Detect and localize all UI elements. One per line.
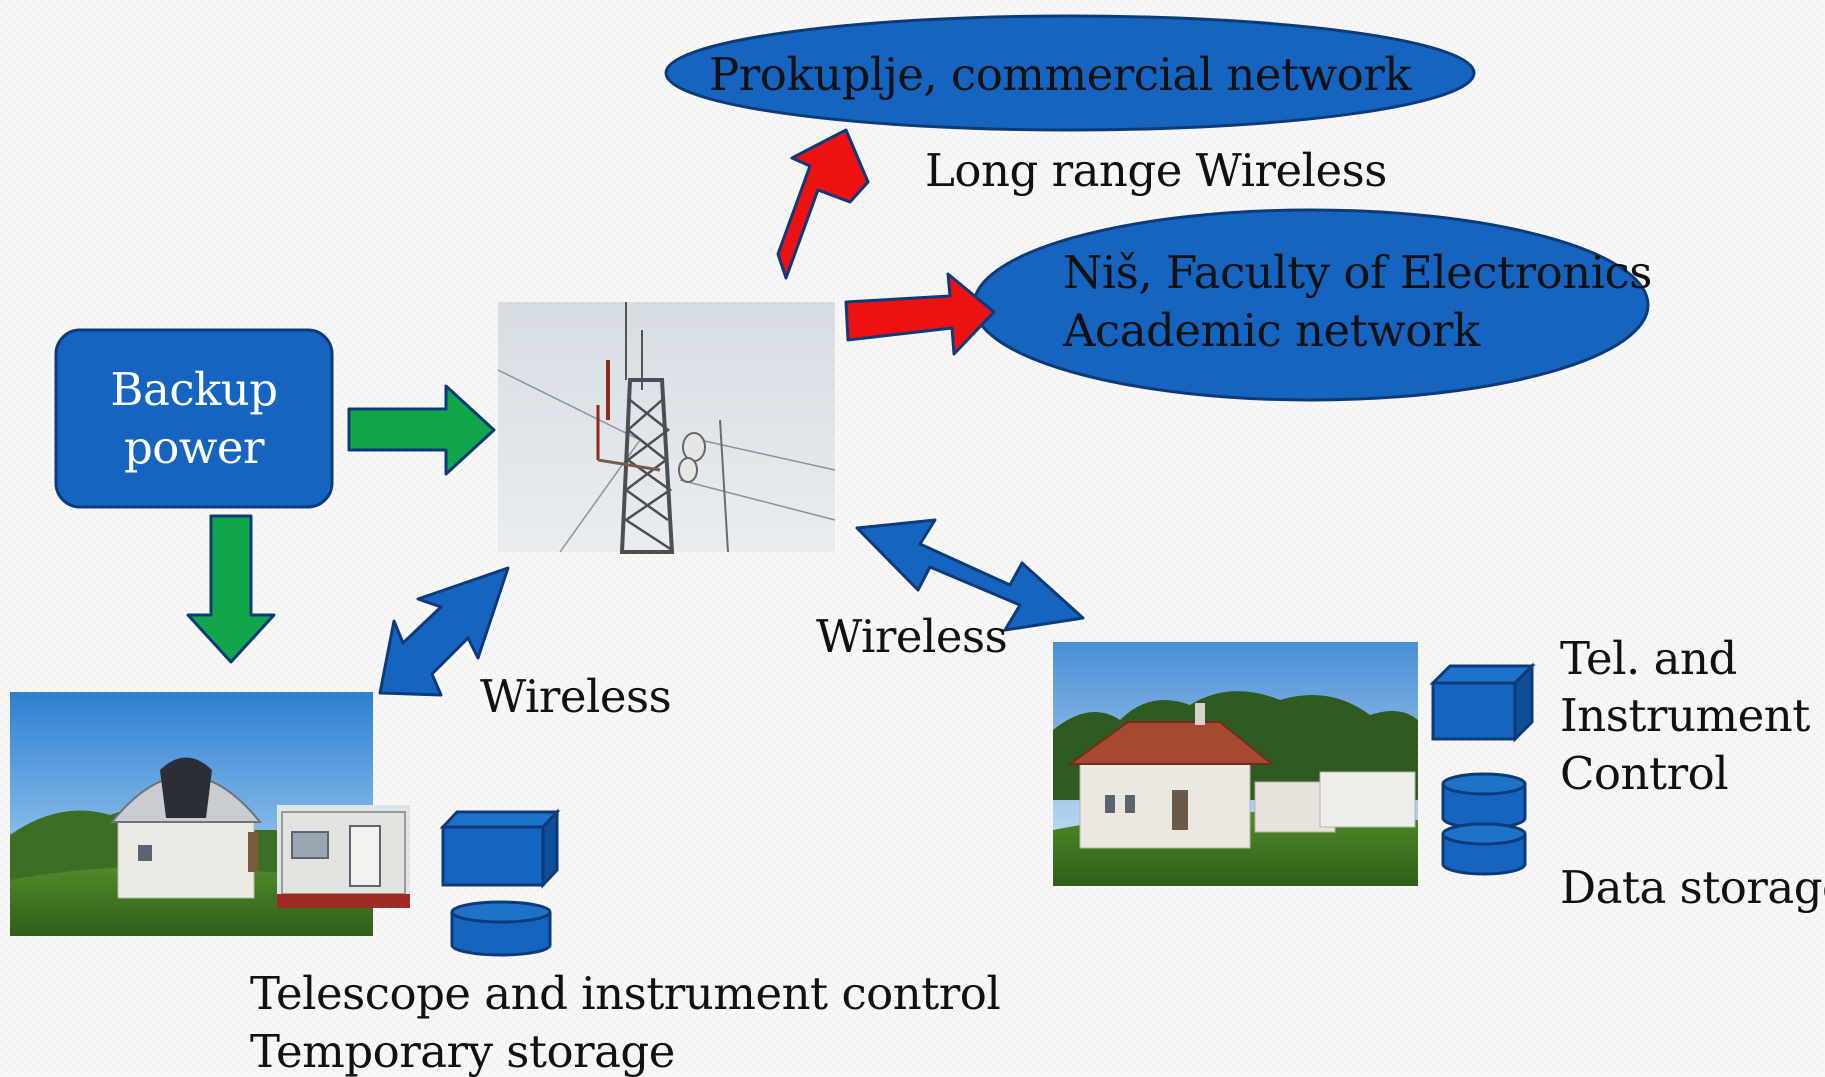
- right-station-storage-label: Data storage: [1560, 861, 1825, 914]
- control-building-photo: [1053, 642, 1418, 886]
- prokuplje-network-node: Prokuplje, commercial network: [664, 14, 1476, 132]
- prokuplje-network-label: Prokuplje, commercial network: [709, 48, 1412, 101]
- wireless-label-left: Wireless: [480, 670, 671, 723]
- nis-network-label-line2: Academic network: [1062, 304, 1481, 357]
- control-computer-icon-right: [1429, 662, 1536, 743]
- right-station-control-line3: Control: [1560, 747, 1728, 800]
- right-station-control-line1: Tel. and: [1560, 632, 1737, 685]
- backup-power-label-line2: power: [124, 421, 265, 474]
- long-range-wireless-label: Long range Wireless: [925, 144, 1387, 197]
- storage-disk-icon-left: [450, 900, 552, 957]
- backup-power-node: Backup power: [54, 328, 334, 509]
- backup-power-label-line1: Backup: [110, 363, 277, 416]
- power-arrow-to-tower: [347, 384, 496, 476]
- uplink-arrow-nis-shape: [844, 272, 996, 356]
- control-computer-icon-left: [439, 808, 561, 889]
- relay-tower-photo: [497, 302, 836, 554]
- wireless-label-right: Wireless: [816, 610, 1007, 663]
- storage-disk-icon-right-top: [1441, 772, 1527, 830]
- observatory-dome-photo: [10, 692, 410, 936]
- left-station-label-line1: Telescope and instrument control: [250, 967, 1000, 1020]
- uplink-arrow-prokuplje: [776, 128, 870, 280]
- nis-network-label-line1: Niš, Faculty of Electronics: [1063, 246, 1652, 299]
- wireless-arrow-left: [378, 566, 510, 697]
- power-arrow-to-observatory: [186, 514, 276, 664]
- left-station-label-line2: Temporary storage: [250, 1025, 675, 1077]
- wireless-arrow-right: [855, 518, 1085, 632]
- right-station-control-line2: Instrument: [1560, 689, 1810, 742]
- storage-disk-icon-right-bottom: [1441, 822, 1527, 876]
- nis-network-node: Niš, Faculty of Electronics Academic net…: [972, 208, 1652, 402]
